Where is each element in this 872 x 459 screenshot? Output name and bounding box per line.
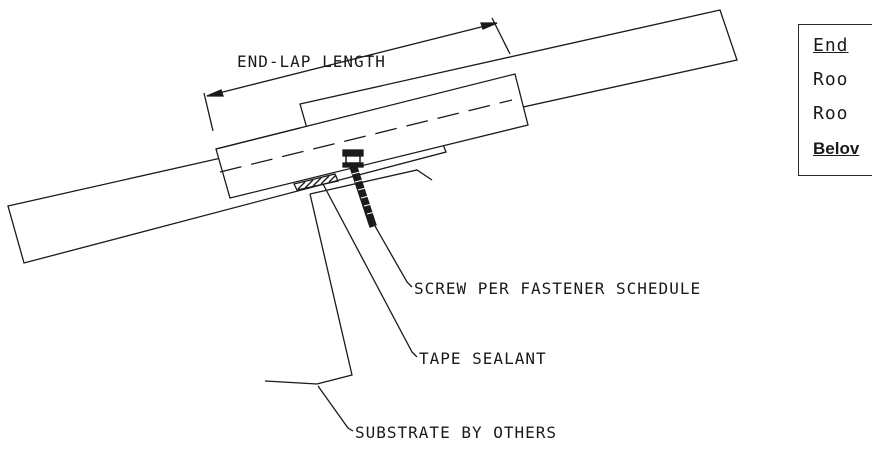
hidden-lap-line bbox=[219, 99, 513, 173]
table-row-2: Roo bbox=[813, 103, 849, 124]
dim-arrow-right bbox=[480, 22, 498, 30]
tape-sealant-leader bbox=[322, 183, 418, 358]
hatch bbox=[328, 174, 337, 183]
substrate-profile bbox=[264, 193, 353, 385]
table-row-1: Roo bbox=[813, 69, 849, 90]
substrate-top bbox=[309, 169, 433, 195]
dim-arrow-left bbox=[206, 89, 224, 97]
screw-label: SCREW PER FASTENER SCHEDULE bbox=[414, 279, 701, 298]
screw-icon bbox=[342, 149, 377, 228]
end-lap-dimension-line bbox=[206, 22, 498, 97]
end-lap-length-label: END-LAP LENGTH bbox=[237, 52, 386, 71]
tape-sealant-block bbox=[293, 173, 339, 191]
hatch bbox=[312, 177, 322, 187]
panel-edge bbox=[215, 127, 301, 150]
table-title: End bbox=[813, 35, 849, 56]
overlap-zone bbox=[215, 73, 529, 199]
substrate-leader bbox=[317, 385, 354, 432]
hatch bbox=[297, 181, 306, 190]
substrate-label: SUBSTRATE BY OTHERS bbox=[355, 423, 557, 442]
hatch bbox=[304, 179, 314, 189]
screw-leader bbox=[374, 225, 413, 288]
tape-sealant-label: TAPE SEALANT bbox=[419, 349, 547, 368]
hatch bbox=[320, 175, 330, 185]
table-row-3: Belov bbox=[813, 139, 860, 158]
fastener-table-panel: End Roo Roo Belov bbox=[798, 24, 872, 176]
dim-extension-left bbox=[203, 92, 214, 132]
